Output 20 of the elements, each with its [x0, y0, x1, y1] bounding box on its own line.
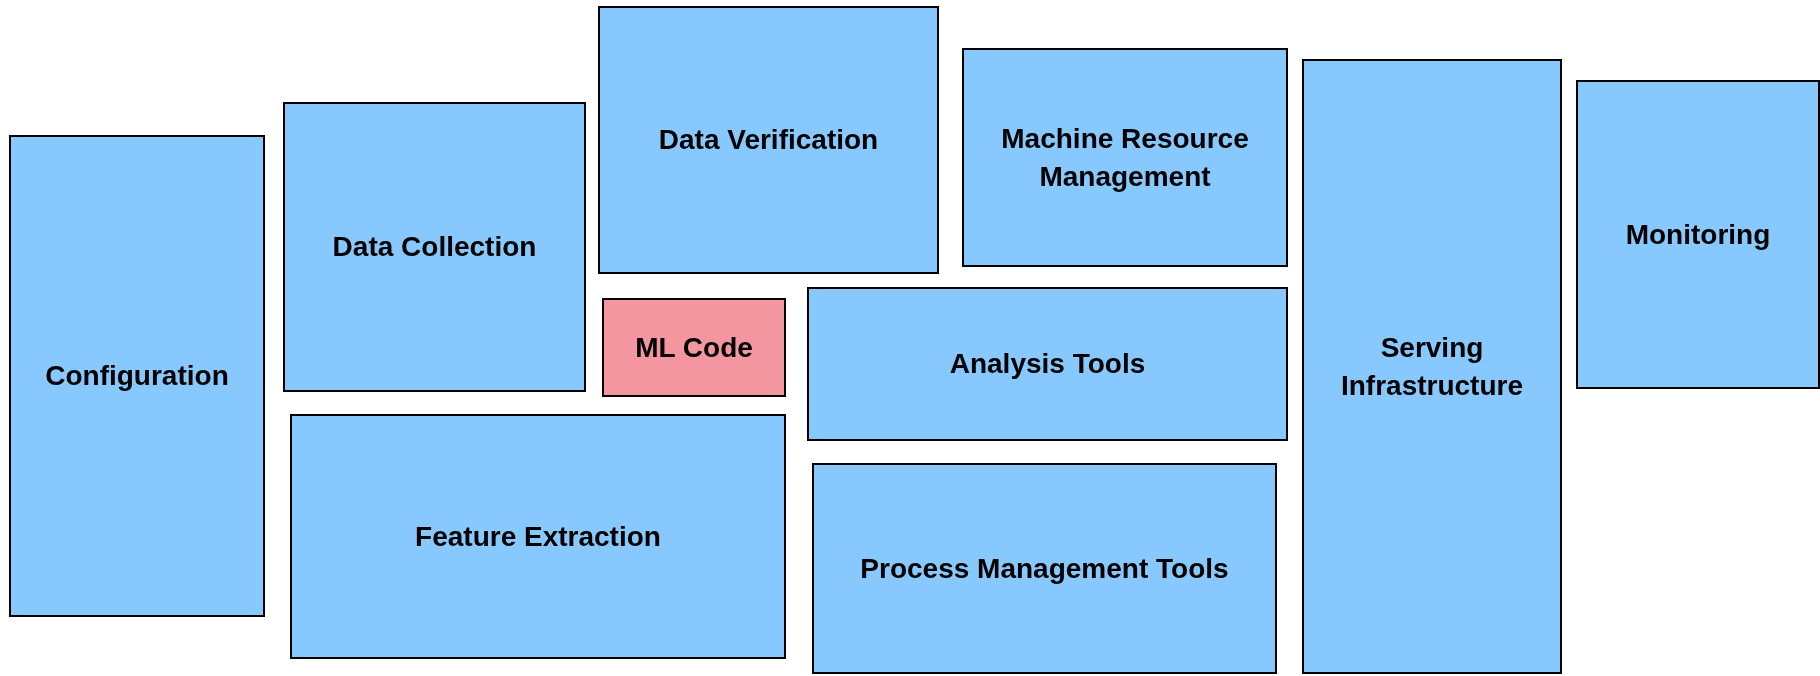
- module-box: [1302, 59, 1562, 674]
- module-label: Machine Resource Management: [1000, 121, 1250, 194]
- module-label: Analysis Tools: [948, 347, 1147, 382]
- module-label: Monitoring: [1624, 217, 1772, 252]
- module-label: Feature Extraction: [414, 519, 662, 554]
- module-label: Process Management Tools: [859, 551, 1230, 586]
- module-box: [962, 48, 1288, 267]
- module-label: ML Code: [634, 330, 754, 365]
- module-box: [807, 287, 1288, 441]
- module-box: [602, 298, 786, 397]
- module-label: Data Verification: [657, 123, 880, 158]
- module-label: Data Collection: [331, 230, 538, 265]
- module-box: [283, 102, 586, 392]
- module-box: [1576, 80, 1820, 389]
- module-label: Serving Infrastructure: [1339, 330, 1524, 403]
- module-box: [812, 463, 1277, 674]
- module-box: [290, 414, 786, 659]
- module-box: [9, 135, 265, 617]
- module-label: Configuration: [44, 359, 230, 394]
- module-box: [598, 6, 939, 274]
